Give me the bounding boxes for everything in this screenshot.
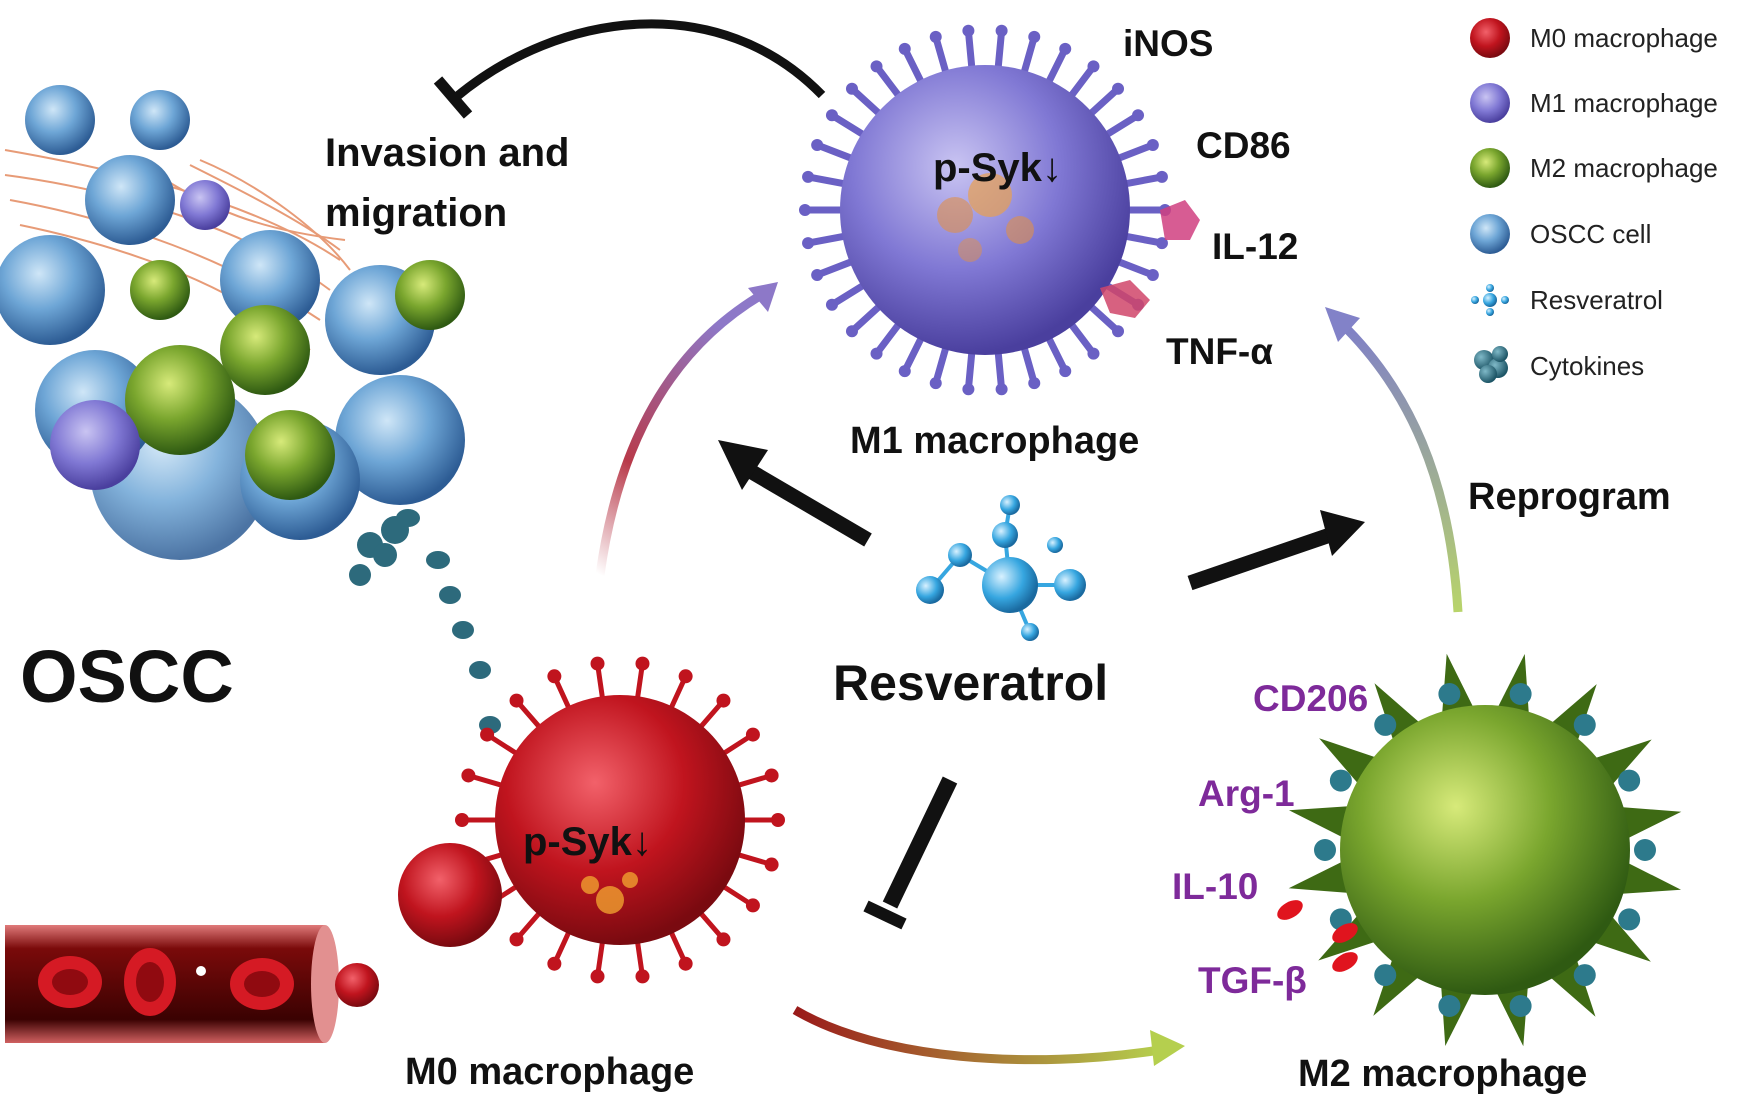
m1-psyk-label: p-Syk↓ xyxy=(933,148,1062,188)
oscc-title: OSCC xyxy=(20,635,234,718)
m2-marker-tgfb: TGF-β xyxy=(1198,960,1307,1001)
invasion-label-line2: migration xyxy=(325,191,508,235)
m1-marker-inos: iNOS xyxy=(1123,23,1214,64)
m1-macrophage-icon xyxy=(1470,83,1510,123)
m2-caption: M2 macrophage xyxy=(1298,1053,1588,1095)
m2-marker-arg1: Arg-1 xyxy=(1198,773,1295,814)
m2-marker-il10: IL-10 xyxy=(1172,866,1259,907)
arc-m0-to-m2 xyxy=(792,1006,1161,1065)
m1-psyk-text: p-Syk xyxy=(933,146,1042,190)
cytokine-trail xyxy=(396,509,501,734)
m1-macrophage-cell xyxy=(799,24,1200,396)
arrow-res-to-m1 xyxy=(736,458,872,547)
arc-m1-inhibits-invasion xyxy=(452,19,826,102)
inhibition-bar-top xyxy=(433,76,473,119)
m0-psyk-label: p-Syk↓ xyxy=(523,822,652,862)
resveratrol-molecule xyxy=(916,495,1086,641)
m1-marker-cd86: CD86 xyxy=(1196,125,1291,166)
legend-item-m1: M1 macrophage xyxy=(1530,88,1718,118)
arrow-res-to-m2-head xyxy=(1320,510,1365,556)
m1-marker-il12: IL-12 xyxy=(1212,226,1299,267)
m0-psyk-text: p-Syk xyxy=(523,820,632,864)
invasion-label-line1: Invasion and xyxy=(325,131,570,175)
arc-m0-to-m2-head xyxy=(1150,1030,1185,1066)
legend-item-cytokines: Cytokines xyxy=(1530,351,1645,381)
legend-item-resveratrol: Resveratrol xyxy=(1530,285,1663,315)
m1-caption: M1 macrophage xyxy=(850,420,1140,462)
arrow-down-icon: ↓ xyxy=(1041,146,1062,190)
resveratrol-icon xyxy=(1471,284,1509,316)
inhibit-res-to-m0m2 xyxy=(882,776,958,909)
oscc-cell-icon xyxy=(1470,214,1510,254)
legend-item-m2: M2 macrophage xyxy=(1530,153,1718,183)
arc-m0-to-m1 xyxy=(595,286,773,576)
arc-m0-to-m1-head xyxy=(748,282,778,312)
m2-macrophage-icon xyxy=(1470,148,1510,188)
arrow-res-to-m2 xyxy=(1187,527,1333,591)
reprogram-label: Reprogram xyxy=(1468,476,1671,518)
arrow-down-icon: ↓ xyxy=(631,820,652,864)
legend-icons xyxy=(1470,18,1510,383)
m2-marker-cd206: CD206 xyxy=(1253,678,1369,719)
arrow-res-to-m1-head xyxy=(718,440,768,490)
legend-item-oscc: OSCC cell xyxy=(1530,219,1652,249)
m2-secreted-cytokines xyxy=(1277,900,1358,972)
cytokines-icon xyxy=(1474,346,1508,383)
inhibition-bar-bottom xyxy=(863,900,907,930)
arc-m2-to-m1 xyxy=(1336,318,1463,613)
resveratrol-label: Resveratrol xyxy=(833,655,1109,711)
arc-m2-to-m1-head xyxy=(1325,307,1360,342)
m0-caption: M0 macrophage xyxy=(405,1051,695,1093)
legend-item-m0: M0 macrophage xyxy=(1530,23,1718,53)
oscc-tumor-cluster xyxy=(0,85,465,586)
blood-vessel xyxy=(5,925,379,1043)
m1-marker-tnfa: TNF-α xyxy=(1166,331,1273,372)
m0-macrophage-icon xyxy=(1470,18,1510,58)
m0-macrophage-cell xyxy=(398,656,785,984)
